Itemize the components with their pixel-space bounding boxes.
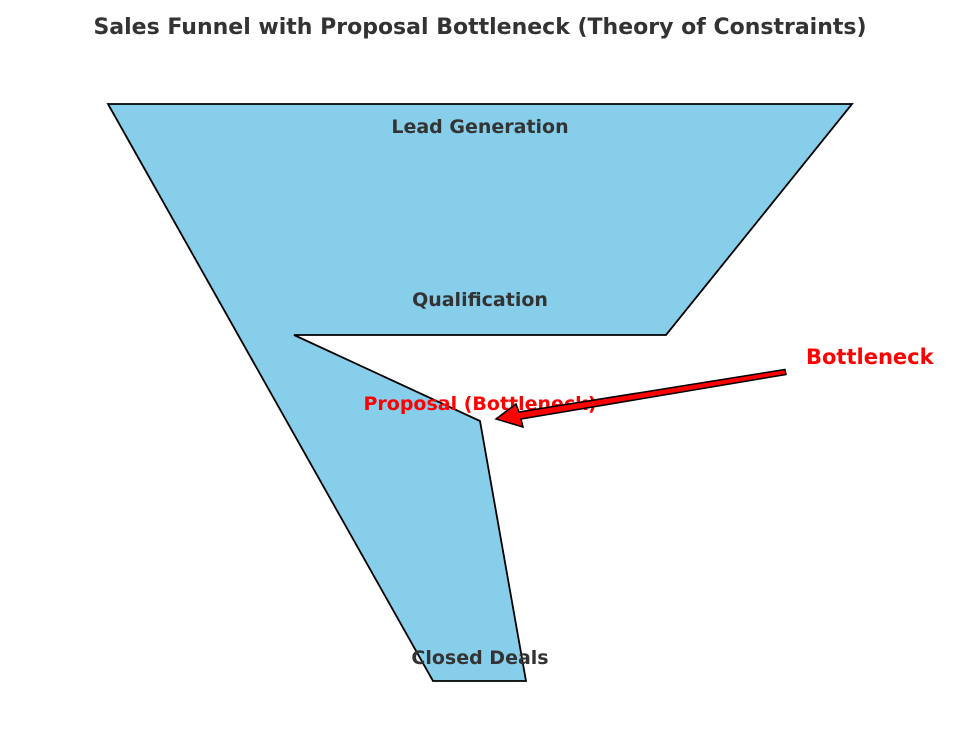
diagram-title: Sales Funnel with Proposal Bottleneck (T… <box>93 15 866 40</box>
bottleneck-arrow-icon <box>494 368 787 429</box>
stage-label-closed-deals: Closed Deals <box>411 647 548 669</box>
stage-label-lead-generation: Lead Generation <box>391 116 568 138</box>
bottleneck-annotation: Bottleneck <box>806 345 935 369</box>
funnel-shape <box>106 103 854 682</box>
stage-label-qualification: Qualification <box>412 289 548 311</box>
